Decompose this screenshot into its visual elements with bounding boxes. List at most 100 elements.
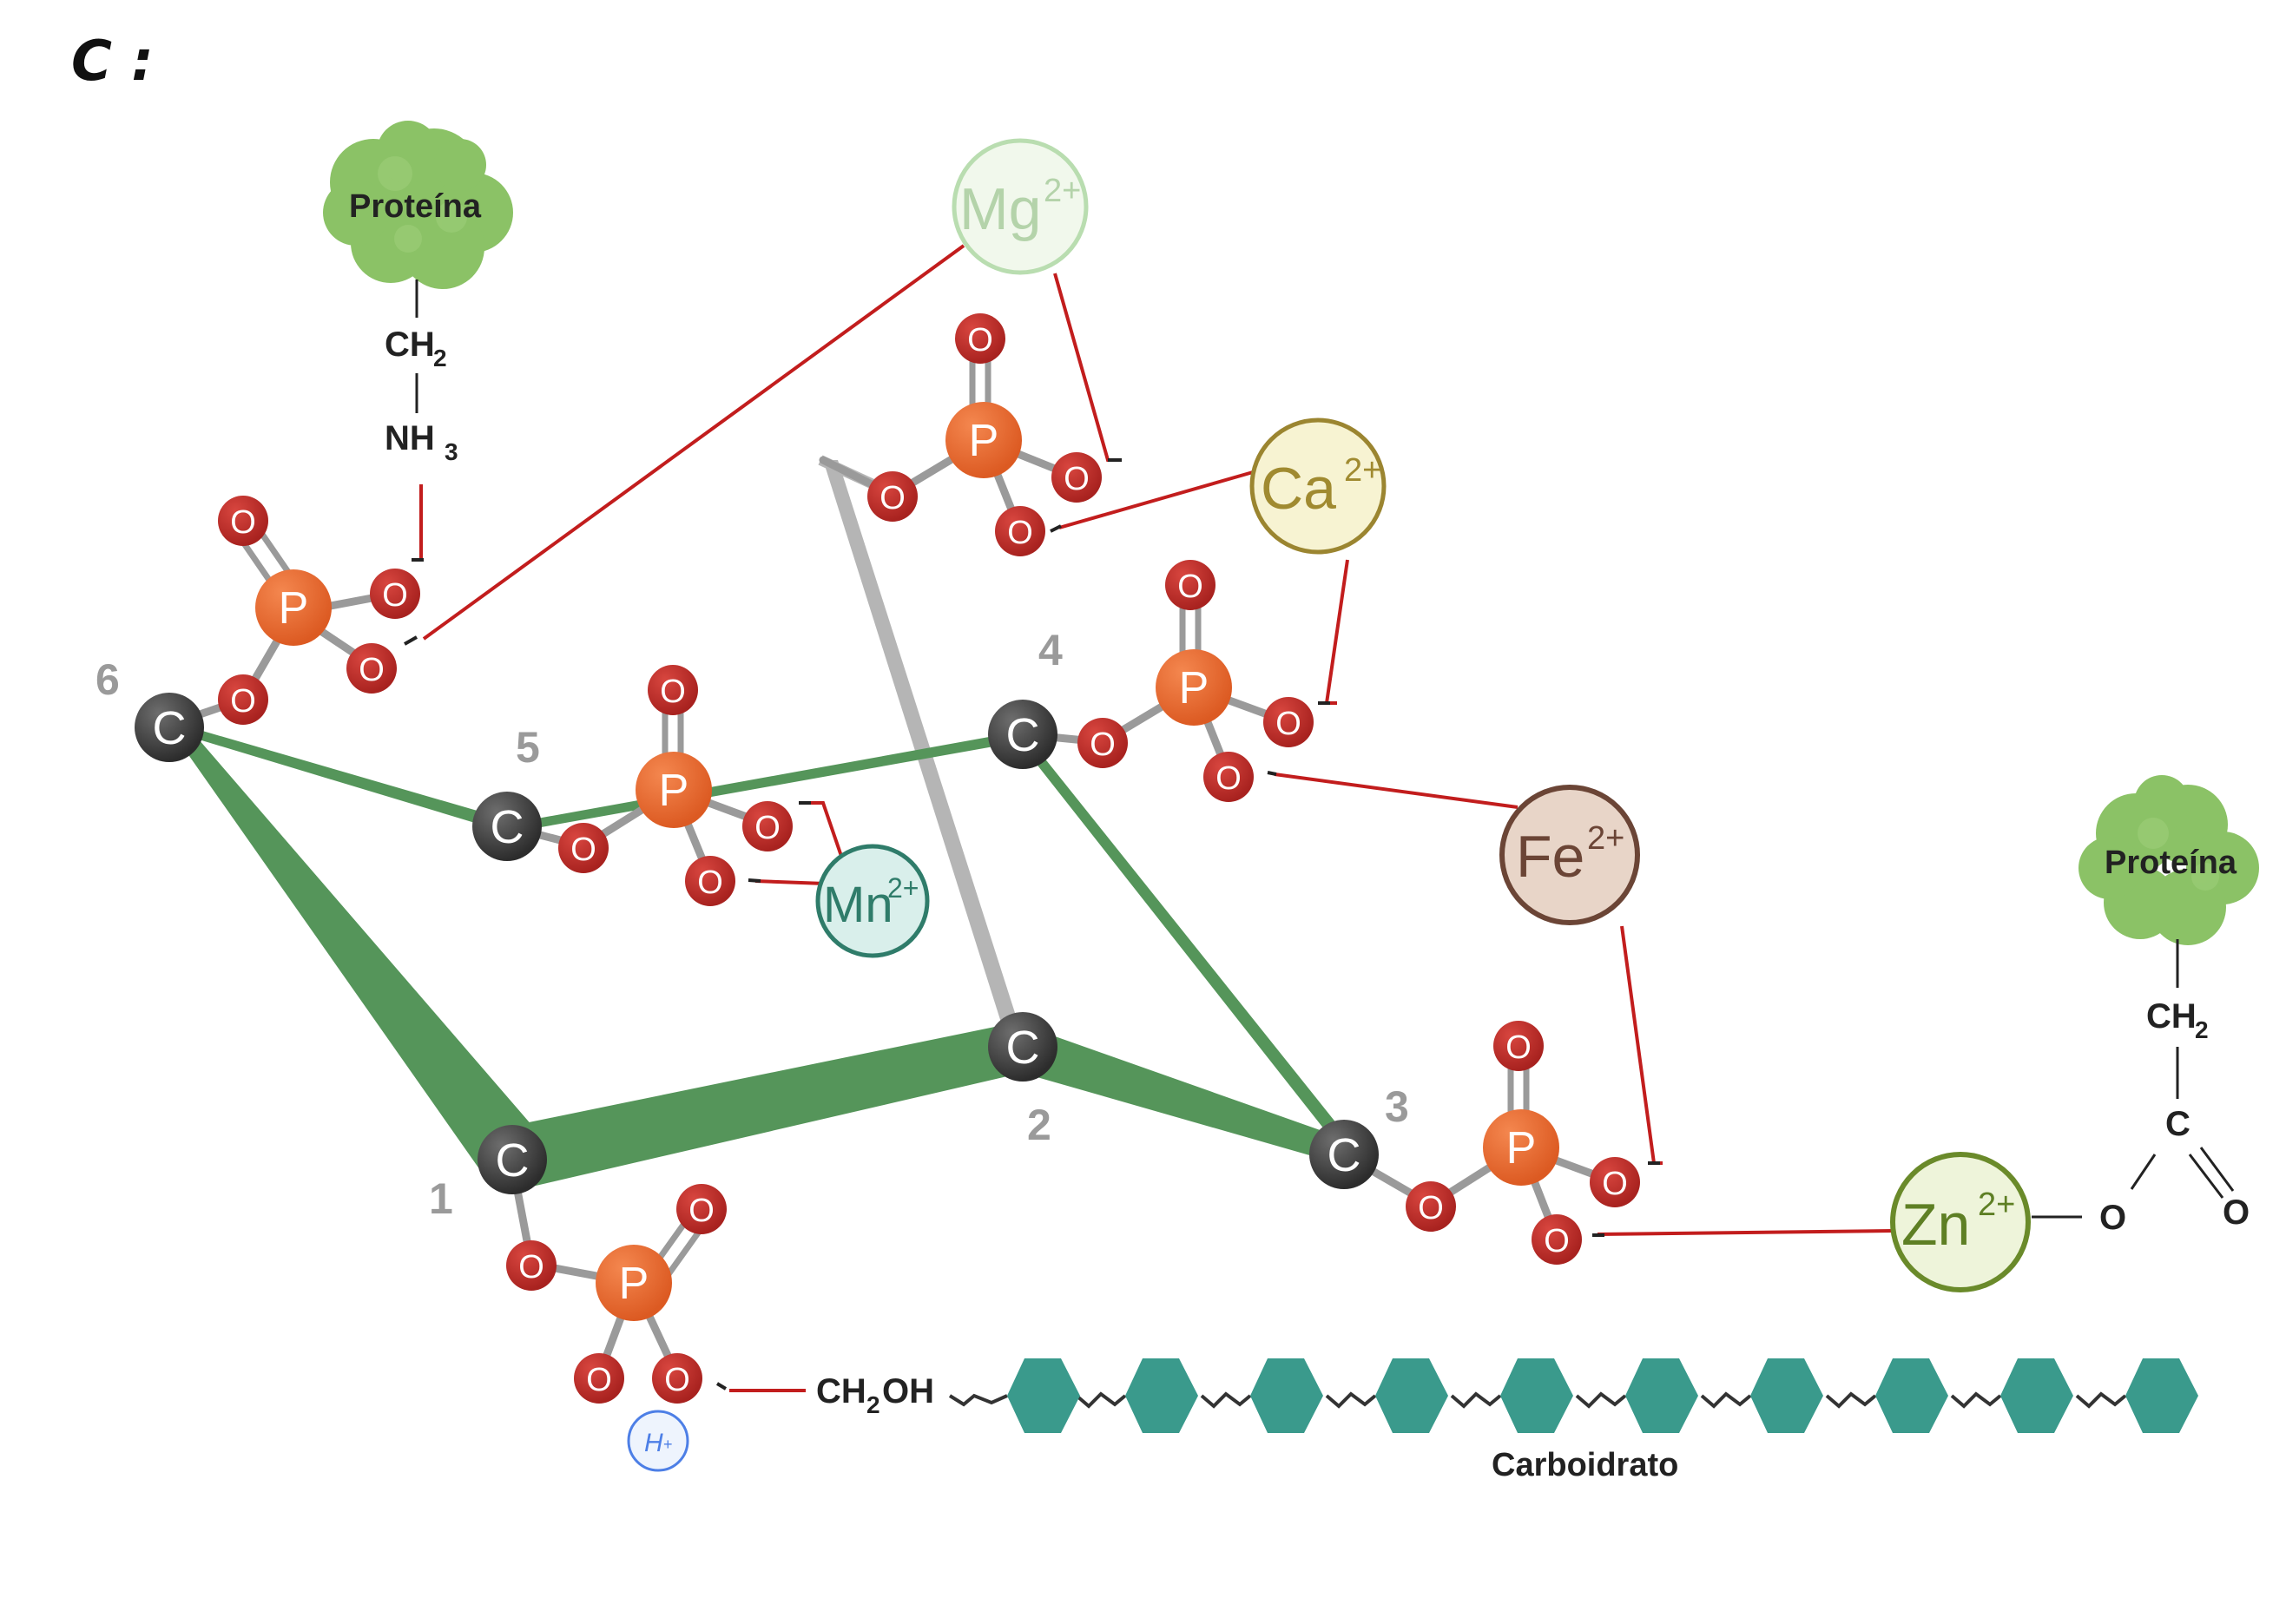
phosphorus-atom: P bbox=[1156, 649, 1232, 726]
svg-text:CH: CH bbox=[2146, 997, 2197, 1036]
svg-text:H: H bbox=[644, 1429, 663, 1457]
svg-text:2+: 2+ bbox=[1587, 820, 1624, 857]
svg-text:+: + bbox=[663, 1436, 673, 1453]
oxygen-atom: O bbox=[1406, 1181, 1456, 1232]
protein-1: Proteína CH 2 NH 3 bbox=[323, 121, 513, 465]
svg-text:O: O bbox=[879, 480, 906, 516]
sugar-ring bbox=[167, 720, 1354, 1189]
ion-fe: Fe 2+ bbox=[1499, 785, 1640, 925]
svg-text:3: 3 bbox=[445, 438, 458, 465]
svg-text:O: O bbox=[697, 865, 723, 901]
oxygen-atoms: O O O O O O O O O O O O O O O O O O O O … bbox=[218, 313, 1640, 1404]
oxygen-atom: O bbox=[558, 823, 609, 873]
oxygen-atom: O bbox=[1077, 718, 1128, 768]
hydrogen-ion: H + bbox=[627, 1410, 689, 1472]
svg-text:P: P bbox=[969, 416, 999, 466]
svg-text:2+: 2+ bbox=[1044, 173, 1081, 209]
svg-text:2: 2 bbox=[866, 1391, 880, 1418]
phosphorus-atom: P bbox=[945, 402, 1022, 478]
phosphorus-atom: P bbox=[596, 1245, 672, 1321]
ring-number-4: 4 bbox=[1038, 626, 1063, 674]
svg-text:C: C bbox=[1006, 709, 1040, 761]
svg-text:C: C bbox=[153, 702, 187, 754]
oxygen-atom: O bbox=[1493, 1021, 1544, 1071]
hexagon-icon bbox=[1250, 1358, 1323, 1433]
hexagon-icon bbox=[1125, 1358, 1198, 1433]
glycosidic-chain bbox=[948, 1393, 1008, 1407]
oxygen-atom: O bbox=[218, 674, 268, 725]
hexagon-icon bbox=[1625, 1358, 1698, 1433]
svg-text:O: O bbox=[230, 504, 256, 541]
svg-text:O: O bbox=[1007, 515, 1033, 551]
svg-text:Mg: Mg bbox=[959, 176, 1041, 242]
svg-text:Zn: Zn bbox=[1901, 1192, 1970, 1258]
oxygen-atom: O bbox=[676, 1184, 727, 1234]
svg-text:NH: NH bbox=[385, 419, 435, 457]
svg-text:CH: CH bbox=[385, 325, 435, 364]
carbon-atom-5: C bbox=[472, 792, 542, 861]
ionic-links bbox=[415, 244, 1894, 1392]
ion-zn: Zn 2+ bbox=[1890, 1152, 2031, 1292]
svg-text:Proteína: Proteína bbox=[2105, 845, 2237, 881]
oxygen-atom: O bbox=[955, 313, 1005, 364]
svg-text:C: C bbox=[1006, 1022, 1040, 1074]
svg-text:O: O bbox=[2223, 1193, 2250, 1232]
carbon-atoms: C C C C C C bbox=[135, 693, 1379, 1194]
svg-text:O: O bbox=[2099, 1199, 2126, 1237]
ring-number-2: 2 bbox=[1027, 1101, 1051, 1149]
svg-text:Ca: Ca bbox=[1261, 456, 1336, 522]
svg-text:P: P bbox=[279, 583, 309, 634]
hexagon-icon bbox=[2000, 1358, 2073, 1433]
carbon-atom-3: C bbox=[1309, 1120, 1379, 1189]
hexagon-icon bbox=[1500, 1358, 1573, 1433]
svg-text:O: O bbox=[382, 577, 408, 614]
hexagon-icon bbox=[1750, 1358, 1823, 1433]
hexagon-icon bbox=[1875, 1358, 1948, 1433]
oxygen-atom: O bbox=[685, 856, 735, 906]
carbon-atom-6: C bbox=[135, 693, 204, 762]
svg-text:2+: 2+ bbox=[1344, 452, 1381, 489]
svg-text:O: O bbox=[1544, 1223, 1570, 1259]
link-ends bbox=[404, 458, 1660, 1391]
oxygen-atom: O bbox=[574, 1353, 624, 1404]
svg-text:O: O bbox=[754, 810, 781, 846]
phosphorus-atom: P bbox=[636, 752, 712, 828]
ring-number-1: 1 bbox=[429, 1174, 453, 1223]
oxygen-atom: O bbox=[506, 1240, 557, 1291]
svg-text:2+: 2+ bbox=[887, 872, 919, 904]
oxygen-atom: O bbox=[995, 506, 1045, 556]
svg-text:C: C bbox=[2165, 1105, 2190, 1143]
svg-text:O: O bbox=[1215, 760, 1242, 797]
oxygen-atom: O bbox=[1263, 697, 1314, 747]
svg-text:O: O bbox=[1418, 1190, 1444, 1226]
oxygen-atom: O bbox=[1203, 752, 1254, 802]
oxygen-atom: O bbox=[742, 801, 793, 851]
oxygen-atom: O bbox=[218, 496, 268, 546]
carbon-atom-2: C bbox=[988, 1012, 1057, 1082]
phosphorus-atom: P bbox=[255, 569, 332, 646]
chain-linkers bbox=[1075, 1391, 1127, 1409]
phosphorus-atom: P bbox=[1483, 1109, 1559, 1186]
carbon-atom-1: C bbox=[478, 1125, 547, 1194]
ion-ca: Ca 2+ bbox=[1249, 418, 1387, 555]
oxygen-atom: O bbox=[346, 643, 397, 694]
ring-number-3: 3 bbox=[1385, 1082, 1409, 1131]
carbohydrate: CH 2 OH Carboidrato bbox=[816, 1358, 2198, 1483]
oxygen-atom: O bbox=[652, 1353, 702, 1404]
oxygen-atom: O bbox=[867, 471, 918, 522]
oxygen-atom: O bbox=[1532, 1214, 1582, 1265]
hexagon-icon bbox=[1375, 1358, 1448, 1433]
svg-text:C: C bbox=[496, 1134, 530, 1187]
svg-text:O: O bbox=[1090, 727, 1116, 763]
ring-numbers: 6 5 4 2 3 1 bbox=[96, 626, 1409, 1223]
carbon-atom-4: C bbox=[988, 700, 1057, 769]
svg-text:P: P bbox=[1506, 1123, 1537, 1174]
oxygen-atom: O bbox=[648, 665, 698, 715]
svg-text:Mn: Mn bbox=[823, 877, 893, 933]
svg-text:O: O bbox=[518, 1249, 544, 1285]
svg-text:O: O bbox=[230, 683, 256, 720]
svg-text:O: O bbox=[359, 652, 385, 688]
svg-text:O: O bbox=[688, 1193, 715, 1229]
svg-text:O: O bbox=[1064, 461, 1090, 497]
